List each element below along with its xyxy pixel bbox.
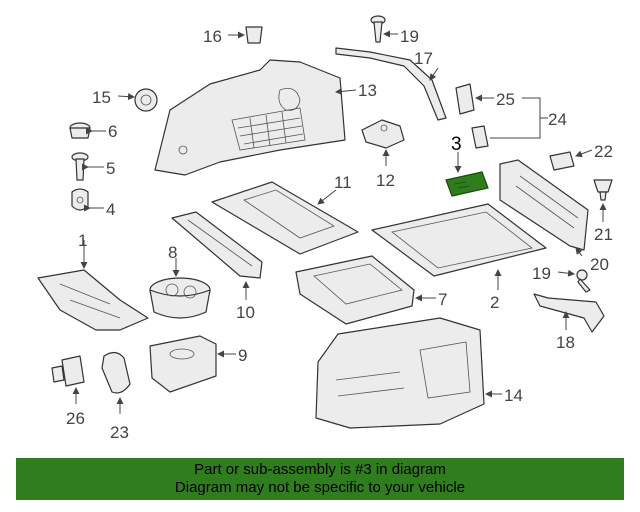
part-24-label: 24 bbox=[490, 97, 567, 139]
callout-20: 20 bbox=[590, 255, 609, 274]
part-5-screw[interactable]: 5 bbox=[71, 152, 115, 181]
callout-3: 3 bbox=[451, 134, 462, 155]
callout-8: 8 bbox=[168, 243, 177, 262]
callout-13: 13 bbox=[358, 81, 377, 100]
part-13-side-panel[interactable]: 13 bbox=[154, 59, 377, 176]
callout-14: 14 bbox=[504, 386, 523, 405]
part-16-clip[interactable]: 16 bbox=[203, 26, 263, 46]
callout-1: 1 bbox=[78, 231, 87, 250]
callout-19-right: 19 bbox=[532, 264, 551, 283]
part-3-highlighted[interactable]: 3 bbox=[445, 134, 489, 197]
info-banner: Part or sub-assembly is #3 in diagram Di… bbox=[16, 458, 624, 500]
part-1-left-trim[interactable]: 1 bbox=[37, 231, 149, 331]
callout-12: 12 bbox=[376, 171, 395, 190]
part-18-bracket[interactable]: 18 bbox=[533, 293, 605, 352]
part-12-bracket[interactable]: 12 bbox=[361, 119, 405, 190]
callout-6: 6 bbox=[108, 122, 117, 141]
callout-11: 11 bbox=[334, 173, 352, 192]
part-4-hook[interactable]: 4 bbox=[71, 188, 115, 219]
callout-25: 25 bbox=[496, 90, 515, 109]
callout-21: 21 bbox=[594, 225, 613, 244]
callout-5: 5 bbox=[106, 159, 115, 178]
callout-18: 18 bbox=[556, 333, 575, 352]
part-15-retainer[interactable]: 15 bbox=[92, 88, 158, 112]
part-2-floor-mat[interactable]: 2 bbox=[371, 203, 547, 312]
part-19-pin-top[interactable]: 19 bbox=[370, 15, 419, 46]
part-10-rail[interactable]: 10 bbox=[171, 211, 263, 322]
part-26-connector[interactable]: 26 bbox=[51, 355, 85, 428]
info-banner-line-1: Part or sub-assembly is #3 in diagram bbox=[194, 461, 446, 478]
part-21-push-clip[interactable]: 21 bbox=[593, 179, 613, 244]
part-20-sill[interactable]: 20 bbox=[499, 159, 609, 274]
callout-23: 23 bbox=[110, 423, 129, 442]
part-19-pin-right[interactable]: 19 bbox=[532, 264, 591, 293]
callout-7: 7 bbox=[438, 290, 447, 309]
part-6-cap[interactable]: 6 bbox=[69, 122, 117, 141]
part-22-cover[interactable]: 22 bbox=[549, 142, 613, 171]
callout-16: 16 bbox=[203, 27, 222, 46]
callout-26: 26 bbox=[66, 409, 85, 428]
callout-9: 9 bbox=[238, 346, 247, 365]
part-7-storage-box[interactable]: 7 bbox=[295, 255, 447, 325]
callout-15: 15 bbox=[92, 88, 111, 107]
part-17-trim-strip[interactable]: 17 bbox=[335, 47, 447, 121]
callout-24: 24 bbox=[548, 110, 567, 129]
callout-10: 10 bbox=[236, 303, 255, 322]
part-8-round-bin[interactable]: 8 bbox=[149, 243, 211, 319]
part-23-lamp[interactable]: 23 bbox=[101, 351, 131, 442]
info-banner-line-2: Diagram may not be specific to your vehi… bbox=[174, 479, 466, 496]
callout-17: 17 bbox=[414, 49, 433, 68]
part-9-holder[interactable]: 9 bbox=[149, 335, 247, 393]
callout-22: 22 bbox=[594, 142, 613, 161]
part-14-side-trim[interactable]: 14 bbox=[315, 317, 523, 429]
part-11-tray[interactable]: 11 bbox=[211, 173, 359, 255]
callout-19-top: 19 bbox=[400, 27, 419, 46]
part-25-clip[interactable]: 25 bbox=[455, 83, 515, 149]
callout-4: 4 bbox=[106, 200, 115, 219]
callout-2: 2 bbox=[490, 293, 499, 312]
